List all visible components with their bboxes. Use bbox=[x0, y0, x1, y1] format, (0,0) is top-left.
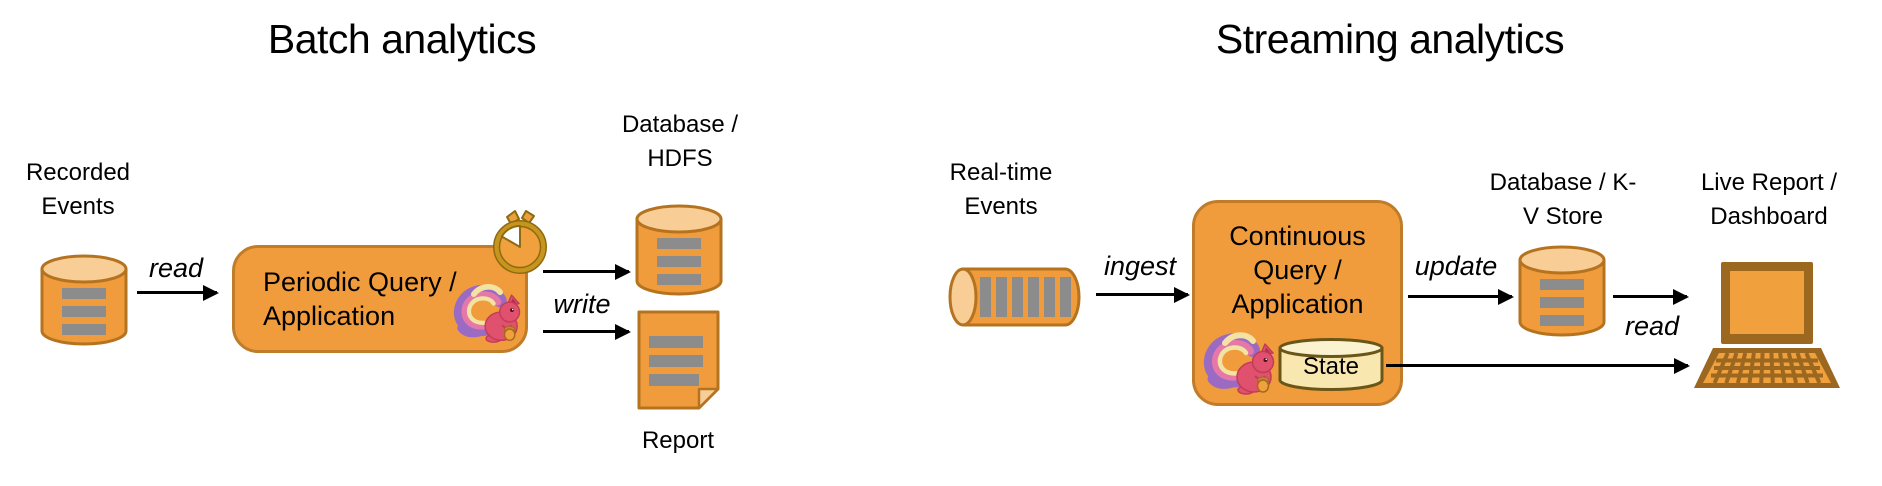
update-arrow bbox=[1408, 289, 1514, 305]
write-edge-label: write bbox=[553, 289, 611, 319]
ingest-edge-label: ingest bbox=[1103, 251, 1177, 281]
state-label: State bbox=[1302, 353, 1360, 380]
periodic-query-box-label: Periodic Query / Application bbox=[263, 267, 457, 331]
stopwatch-icon bbox=[490, 209, 550, 275]
read-edge-label-stream: read bbox=[1624, 311, 1680, 341]
state-store-icon bbox=[1276, 337, 1386, 392]
laptop-icon bbox=[1692, 262, 1842, 388]
write-arrow bbox=[543, 324, 631, 340]
recorded-events-database-icon bbox=[37, 252, 131, 348]
continuous-query-box-label: Continuous Query / Application bbox=[1229, 221, 1366, 319]
batch-source-label: Recorded Events bbox=[25, 159, 131, 220]
batch-db-label: Database / HDFS bbox=[621, 111, 739, 172]
read-arrow bbox=[137, 285, 219, 301]
ingest-arrow bbox=[1096, 287, 1190, 303]
flink-squirrel-icon bbox=[1199, 328, 1279, 398]
state-to-dashboard-arrow bbox=[1386, 358, 1690, 374]
read-edge-label: read bbox=[148, 253, 204, 283]
update-edge-label: update bbox=[1414, 251, 1498, 281]
db-to-dashboard-arrow bbox=[1613, 289, 1689, 305]
hdfs-database-icon bbox=[632, 202, 726, 298]
stream-source-label: Real-time Events bbox=[949, 159, 1053, 220]
report-document-icon bbox=[636, 310, 721, 410]
event-log-icon bbox=[946, 266, 1092, 328]
to-database-arrow bbox=[543, 264, 631, 280]
stream-db-label: Database / K-V Store bbox=[1489, 169, 1637, 230]
kv-store-database-icon bbox=[1515, 243, 1609, 339]
stream-sink-label: Live Report / Dashboard bbox=[1700, 169, 1838, 230]
streaming-title: Streaming analytics bbox=[1215, 16, 1565, 62]
flink-squirrel-icon bbox=[448, 280, 526, 346]
report-label: Report bbox=[641, 427, 715, 454]
batch-title: Batch analytics bbox=[267, 16, 537, 62]
